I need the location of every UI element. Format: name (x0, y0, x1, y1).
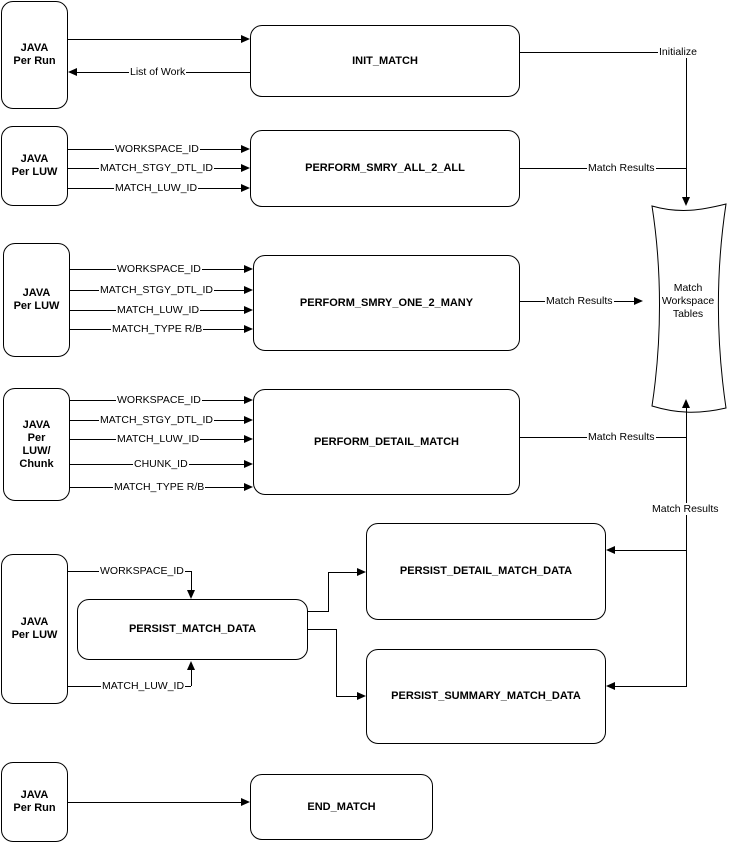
smry-all-results-label: Match Results (587, 162, 656, 174)
init-match-box: INIT_MATCH (250, 25, 520, 97)
chunk-id-arrow (244, 460, 253, 468)
java-per-luw-chunk-label: JAVA Per LUW/ Chunk (19, 418, 54, 470)
java-per-luw-label-2: JAVA Per LUW (13, 287, 60, 312)
init-to-run1-arrow (68, 68, 77, 76)
perform-smry-one-2-many-label: PERFORM_SMRY_ONE_2_MANY (299, 296, 474, 309)
luw1-luw-label: MATCH_LUW_ID (114, 182, 199, 194)
detail-results-label: Match Results (587, 431, 656, 443)
results-trunk-arrow (682, 399, 690, 408)
persist-to-detail-line-v (328, 572, 329, 612)
trunk-to-detail-line (614, 550, 686, 551)
trunk-to-detail-arrow (606, 546, 615, 554)
persist-to-summary-line-h2 (336, 696, 358, 697)
chunk-stgy-arrow (244, 416, 253, 424)
run1-to-init-arrow (241, 35, 250, 43)
persist-detail-match-data-label: PERSIST_DETAIL_MATCH_DATA (399, 565, 573, 577)
persist-to-summary-arrow (357, 692, 366, 700)
chunk-id-label: CHUNK_ID (133, 458, 189, 470)
init-to-tables-line-v (686, 52, 687, 198)
trunk-to-summary-line (614, 686, 686, 687)
chunk-luw-label: MATCH_LUW_ID (116, 433, 201, 445)
trunk-to-summary-arrow (606, 682, 615, 690)
persist-summary-match-data-label: PERSIST_SUMMARY_MATCH_DATA (391, 690, 581, 702)
java-per-run-box-bottom: JAVA Per Run (1, 762, 68, 842)
chunk-type-arrow (244, 483, 253, 491)
luw1-workspace-arrow (241, 145, 250, 153)
initialize-label: Initialize (658, 46, 698, 58)
chunk-workspace-arrow (244, 396, 253, 404)
perform-smry-all-2-all-label: PERFORM_SMRY_ALL_2_ALL (305, 162, 465, 174)
luw3-workspace-label: WORKSPACE_ID (99, 565, 185, 577)
persist-to-detail-line-h2 (328, 572, 358, 573)
init-to-tables-arrow (682, 197, 690, 206)
luw2-type-arrow (244, 325, 253, 333)
init-to-tables-line-h (520, 52, 687, 53)
persist-detail-match-data-box: PERSIST_DETAIL_MATCH_DATA (366, 523, 606, 620)
chunk-luw-arrow (244, 435, 253, 443)
java-per-luw-box-1: JAVA Per LUW (1, 126, 68, 206)
match-workspace-tables-shape (651, 203, 727, 413)
luw1-workspace-label: WORKSPACE_ID (114, 143, 200, 155)
luw3-workspace-line-v (191, 571, 192, 591)
java-per-luw-box-3: JAVA Per LUW (1, 554, 68, 704)
run1-to-init-line (68, 39, 242, 40)
run2-to-end-arrow (241, 798, 250, 806)
java-per-run-label-top: JAVA Per Run (13, 42, 56, 67)
luw2-luw-label: MATCH_LUW_ID (116, 304, 201, 316)
results-trunk-line (686, 406, 687, 687)
persist-to-detail-line-h1 (308, 611, 328, 612)
luw1-stgy-arrow (241, 164, 250, 172)
luw3-luw-line-v (191, 669, 192, 686)
init-match-label: INIT_MATCH (352, 54, 418, 67)
persist-match-data-box: PERSIST_MATCH_DATA (77, 599, 308, 660)
end-match-label: END_MATCH (307, 800, 376, 813)
perform-detail-match-label: PERFORM_DETAIL_MATCH (313, 435, 460, 448)
luw3-luw-arrow (187, 661, 195, 670)
persist-match-data-label: PERSIST_MATCH_DATA (128, 623, 257, 635)
persist-results-label: Match Results (651, 503, 720, 515)
luw2-workspace-arrow (244, 265, 253, 273)
end-match-box: END_MATCH (250, 774, 433, 840)
luw2-stgy-label: MATCH_STGY_DTL_ID (99, 284, 214, 296)
chunk-stgy-label: MATCH_STGY_DTL_ID (99, 414, 214, 426)
chunk-type-label: MATCH_TYPE R/B (113, 481, 206, 493)
perform-smry-one-2-many-box: PERFORM_SMRY_ONE_2_MANY (253, 255, 520, 351)
perform-detail-match-box: PERFORM_DETAIL_MATCH (253, 389, 520, 495)
java-per-run-box-top: JAVA Per Run (1, 1, 68, 109)
java-per-luw-label-1: JAVA Per LUW (11, 153, 58, 178)
persist-summary-match-data-box: PERSIST_SUMMARY_MATCH_DATA (366, 649, 606, 744)
luw3-luw-label: MATCH_LUW_ID (101, 680, 186, 692)
luw3-workspace-arrow (187, 590, 195, 599)
luw1-stgy-label: MATCH_STGY_DTL_ID (99, 162, 214, 174)
luw2-luw-arrow (244, 306, 253, 314)
java-per-luw-chunk-box: JAVA Per LUW/ Chunk (3, 388, 70, 501)
luw2-type-label: MATCH_TYPE R/B (111, 323, 204, 335)
java-per-luw-label-3: JAVA Per LUW (11, 616, 58, 641)
chunk-workspace-label: WORKSPACE_ID (116, 394, 202, 406)
run2-to-end-line (68, 802, 242, 803)
luw2-workspace-label: WORKSPACE_ID (116, 263, 202, 275)
luw1-luw-arrow (241, 184, 250, 192)
match-workspace-tables-label: Match Workspace Tables (661, 282, 715, 320)
perform-smry-all-2-all-box: PERFORM_SMRY_ALL_2_ALL (250, 130, 520, 207)
list-of-work-label: List of Work (129, 66, 187, 78)
smry-one-results-label: Match Results (545, 295, 614, 307)
persist-to-detail-arrow (357, 568, 366, 576)
luw2-stgy-arrow (244, 286, 253, 294)
java-per-run-label-bottom: JAVA Per Run (13, 789, 56, 814)
persist-to-summary-line-h1 (308, 629, 336, 630)
persist-to-summary-line-v (336, 629, 337, 697)
java-per-luw-box-2: JAVA Per LUW (3, 243, 70, 357)
smry-one-results-arrow (634, 297, 643, 305)
